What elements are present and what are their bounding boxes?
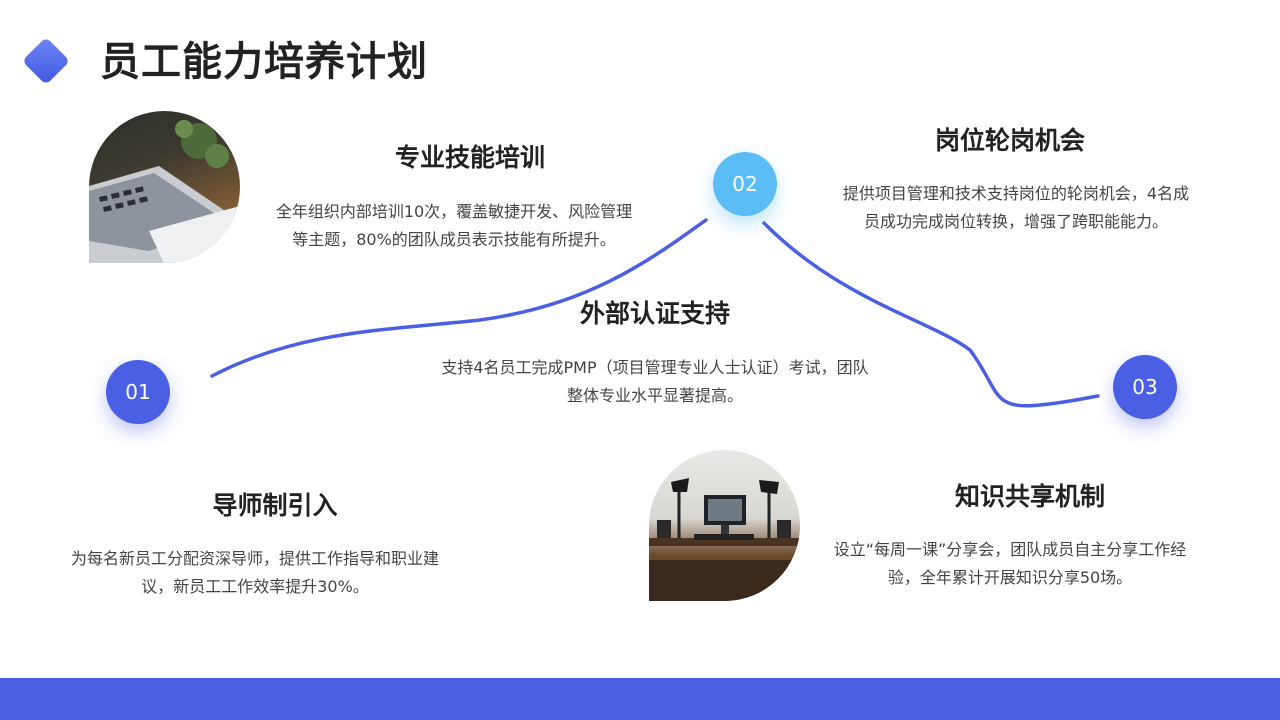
skill-training-title: 专业技能培训	[394, 143, 545, 172]
knowledge-sharing-description: 设立“每周一课”分享会，团队成员自主分享工作经验，全年累计开展知识分享50场。	[833, 540, 1187, 587]
skill-training-description: 全年组织内部培训10次，覆盖敏捷开发、风险管理等主题，80%的团队成员表示技能有…	[275, 202, 633, 249]
knowledge-sharing-title: 知识共享机制	[954, 482, 1105, 511]
step-01-circle: 01	[106, 360, 170, 424]
certification-description: 支持4名员工完成PMP（项目管理专业人士认证）考试，团队整体专业水平显著提高。	[441, 358, 869, 405]
step-02-circle: 02	[713, 152, 777, 216]
job-rotation-description: 提供项目管理和技术支持岗位的轮岗机会，4名成员成功完成岗位转换，增强了跨职能能力…	[842, 184, 1190, 231]
mentor-description: 为每名新员工分配资深导师，提供工作指导和职业建议，新员工工作效率提升30%。	[70, 549, 439, 596]
laptop-photo	[89, 111, 240, 263]
mentor-title: 导师制引入	[212, 491, 338, 520]
certification-title: 外部认证支持	[579, 299, 730, 328]
title-diamond-icon	[21, 36, 71, 86]
footer-bar	[0, 678, 1280, 720]
studio-photo	[649, 450, 800, 601]
step-03-circle: 03	[1113, 355, 1177, 419]
job-rotation-title: 岗位轮岗机会	[934, 126, 1085, 155]
page-title: 员工能力培养计划	[100, 39, 428, 85]
